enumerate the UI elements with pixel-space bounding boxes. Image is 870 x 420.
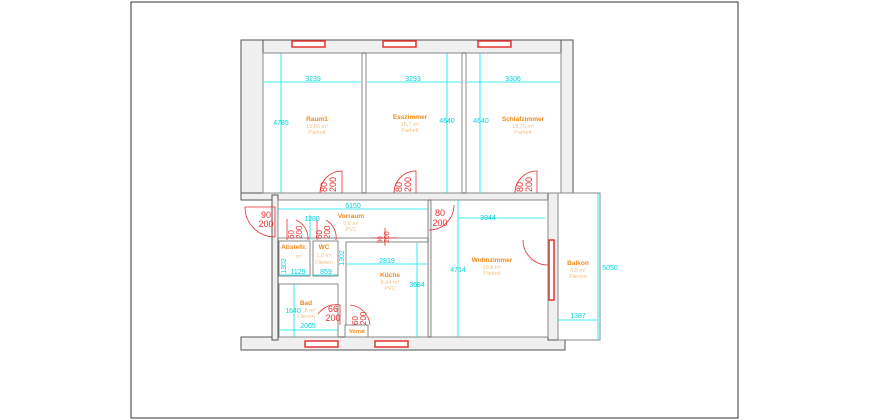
dimension-label: 2065 xyxy=(300,323,316,330)
dimension-label: 1640 xyxy=(285,308,301,315)
svg-text:200: 200 xyxy=(295,225,304,239)
room-area: 6,6 m² xyxy=(343,221,359,227)
svg-text:200: 200 xyxy=(524,177,534,192)
room-name: Vorrat xyxy=(349,329,365,335)
dimension-label: 1302 xyxy=(281,258,288,274)
svg-text:80: 80 xyxy=(394,182,404,192)
room-name: Schlafzimmer xyxy=(502,116,545,123)
rooms xyxy=(262,52,601,341)
room-floor: Parkett xyxy=(308,130,326,136)
dimension-label: 4640 xyxy=(473,118,489,125)
dimension-label: 3944 xyxy=(480,215,496,222)
dimension-label: 1129 xyxy=(290,269,305,276)
drawing-frame xyxy=(130,1,739,419)
svg-text:80: 80 xyxy=(378,236,384,243)
room-name: Balkon xyxy=(567,260,589,267)
dimension-label: 3239 xyxy=(305,76,321,83)
room-area: 15,7 m² xyxy=(401,122,420,128)
room-floor: Parkett xyxy=(483,271,501,277)
door-label: 200 xyxy=(325,313,340,323)
room-name: Raum1 xyxy=(306,116,328,123)
room-area: 8 m² xyxy=(305,308,316,314)
dimension-label: 1280 xyxy=(304,216,320,223)
svg-text:200: 200 xyxy=(403,177,413,192)
dimension-lines xyxy=(264,53,599,340)
room-area: 18,6 m² xyxy=(483,265,502,271)
dimension-label: 2819 xyxy=(379,258,395,265)
room-area: 8,94 m² xyxy=(381,280,400,286)
svg-text:80: 80 xyxy=(515,182,525,192)
dimension-label: 5050 xyxy=(602,265,618,272)
dimension-label: 4785 xyxy=(273,120,289,127)
door-label: 200 xyxy=(432,218,447,228)
door-label: 80 xyxy=(435,208,445,218)
door-label: 90 xyxy=(261,210,271,220)
door-swings xyxy=(244,170,549,326)
room-name: Wohnzimmer xyxy=(472,257,513,264)
room-name: Küche xyxy=(380,272,400,279)
svg-text:60: 60 xyxy=(315,230,324,239)
room-floor: PVC xyxy=(384,286,395,292)
dimension-label: 5150 xyxy=(345,203,361,210)
room-floor: Fliesen xyxy=(569,274,587,280)
room-area: 6,8 m² xyxy=(570,268,586,274)
room-area: m² xyxy=(296,254,303,260)
dimension-label: 1387 xyxy=(570,313,586,320)
door-label: 200 xyxy=(258,219,273,229)
room-area: 15,75 m² xyxy=(512,124,534,130)
room-name: WC xyxy=(319,244,330,251)
room-area: 1,0 m² xyxy=(316,253,332,259)
svg-text:60: 60 xyxy=(287,230,296,239)
svg-text:80: 80 xyxy=(319,182,329,192)
windows xyxy=(291,40,555,348)
dimension-label: 4714 xyxy=(450,267,466,274)
dimension-label: 3306 xyxy=(505,76,521,83)
door-label: 66 xyxy=(328,304,338,314)
svg-text:200: 200 xyxy=(323,225,332,239)
room-area: 15,66 m² xyxy=(306,124,328,130)
svg-text:200: 200 xyxy=(359,311,368,325)
dimension-label: 3684 xyxy=(409,282,425,289)
dimension-label: 3293 xyxy=(405,76,421,83)
room-floor: Parkett xyxy=(514,130,532,136)
room-floor: Fliesen xyxy=(315,260,333,266)
room-floor: PVC xyxy=(345,227,356,233)
room-name: Vorraum xyxy=(338,213,364,220)
room-name: Abstellr. xyxy=(281,244,307,251)
room-floor: Fliesen xyxy=(297,314,315,320)
svg-text:200: 200 xyxy=(384,231,391,243)
room-name: Esszimmer xyxy=(393,114,428,121)
room-name: Bad xyxy=(300,300,312,307)
room-floor: Parkett xyxy=(401,128,419,134)
svg-text:200: 200 xyxy=(328,177,338,192)
dimension-label: 1302 xyxy=(339,250,346,266)
svg-text:60: 60 xyxy=(351,316,360,325)
dimension-label: 859 xyxy=(320,269,332,276)
dimension-label: 4640 xyxy=(439,118,455,125)
